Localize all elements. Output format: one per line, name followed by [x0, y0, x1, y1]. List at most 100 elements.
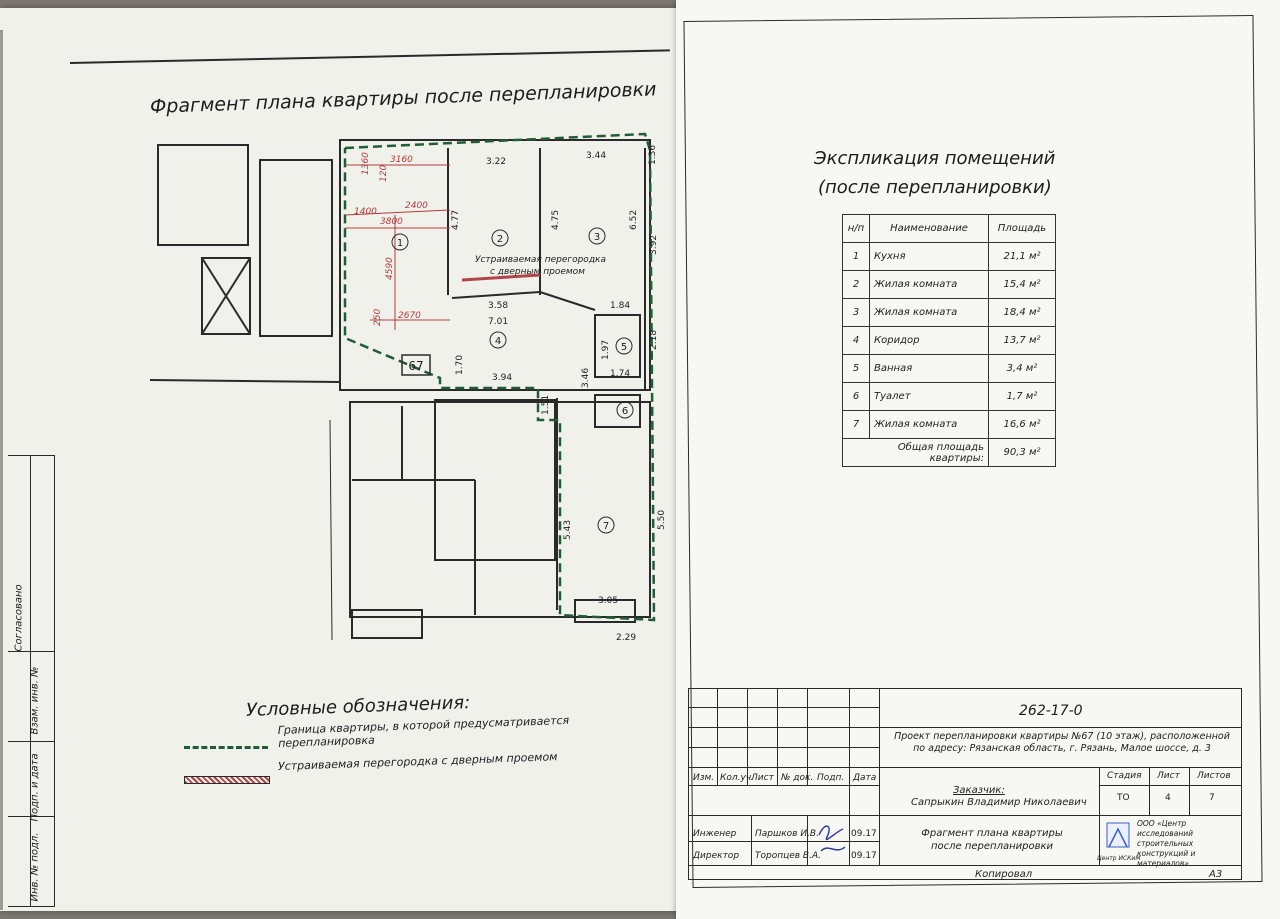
partition-note: с дверным проемом: [490, 267, 585, 277]
dim-text: 3.92: [649, 235, 659, 255]
room-area: 15,4 м²: [988, 270, 1056, 299]
room-name: Коридор: [869, 326, 989, 355]
dim-text: 5.43: [563, 520, 573, 540]
apartment-number: 67: [408, 359, 423, 373]
room-name: Кухня: [869, 242, 989, 271]
title-block: 262-17-0 Проект перепланировки квартиры …: [688, 688, 1242, 880]
room-name: Жилая комната: [869, 270, 989, 299]
room-area: 21,1 м²: [988, 242, 1056, 271]
apartment-number-box: [401, 354, 431, 376]
col-header: Изм.: [693, 773, 715, 783]
elevator-shaft: [201, 257, 251, 335]
row-number: 3: [842, 298, 870, 327]
signature: [818, 825, 846, 852]
partition-corridor: [539, 291, 596, 311]
dim-text: 1.36: [648, 145, 658, 165]
row-number: 6: [842, 382, 870, 411]
room5-bath: [594, 314, 641, 378]
org-logo-icon: [1106, 822, 1130, 848]
header-cell: Площадь: [988, 214, 1056, 243]
room-number: 3: [594, 232, 600, 243]
dim-text: 4590: [385, 257, 395, 280]
break-line: [329, 419, 333, 641]
dim-text: 3.58: [488, 301, 508, 311]
explication-subtitle: (после перепланировки): [818, 177, 1052, 198]
room-area: 3,4 м²: [988, 354, 1056, 383]
room-name: Жилая комната: [869, 298, 989, 327]
room-area: 16,6 м²: [988, 410, 1056, 439]
org-logo-text: Центр ИСКиМ: [1097, 855, 1141, 862]
dim-text: 3.46: [581, 368, 591, 388]
sheet-title: Фрагмент плана квартиры после перепланир…: [921, 828, 1063, 852]
customer-label: Заказчик:: [953, 785, 1005, 796]
room-name: Туалет: [869, 382, 989, 411]
apartment-outer-wall: [339, 139, 651, 391]
dim-text: 1.84: [610, 301, 630, 311]
dim-text: 4.75: [551, 210, 561, 230]
legend-partition-symbol: [184, 776, 270, 784]
side-stamp-label: Подп. и дата: [29, 753, 41, 822]
header-cell: Наименование: [869, 214, 989, 243]
room-marker: [616, 401, 634, 419]
dim-text: 1.74: [610, 369, 630, 379]
stage-value: ТО: [1117, 793, 1130, 803]
room-area: 13,7 м²: [988, 326, 1056, 355]
org-name: ООО «Центр исследований строительных кон…: [1137, 819, 1196, 868]
side-stamp-label: Согласовано: [13, 584, 25, 652]
dim-text: 3.22: [486, 157, 506, 167]
col-header: Кол.уч.: [720, 773, 755, 783]
person-role: Инженер: [693, 829, 737, 839]
stage-value: 7: [1209, 793, 1215, 803]
stage-header: Листов: [1197, 771, 1231, 781]
sheet-edge-line: [0, 30, 3, 910]
room-number: 6: [622, 406, 628, 417]
dim-text: 7.01: [488, 317, 508, 327]
room-marker: [489, 331, 507, 349]
lower-block-wall: [349, 401, 651, 618]
room-marker: [597, 516, 615, 534]
partition-note: Устраиваемая перегородка: [475, 255, 606, 265]
room-marker: [491, 229, 509, 247]
apartment-boundary: [343, 132, 656, 622]
total-value: 90,3 м²: [988, 438, 1056, 467]
new-partition: [461, 273, 541, 282]
dim-text: 4.77: [451, 210, 461, 230]
dim-text: 1400: [354, 207, 377, 217]
side-stamp-label: Инв. № подл.: [29, 832, 41, 902]
header-cell: н/п: [842, 214, 870, 243]
col-header: Дата: [853, 773, 877, 783]
dim-text: 2.29: [616, 633, 636, 643]
total-label: Общая площадь квартиры:: [842, 438, 989, 467]
row-number: 4: [842, 326, 870, 355]
row-number: 7: [842, 410, 870, 439]
partition-corridor: [451, 291, 541, 299]
col-header: Лист: [751, 773, 774, 783]
room-number: 2: [497, 234, 503, 245]
dim-text: 3800: [380, 217, 403, 227]
elevator-cross: [201, 257, 251, 335]
stage-value: 4: [1165, 793, 1171, 803]
project-description: Проект перепланировки квартиры №67 (10 э…: [894, 731, 1230, 754]
legend-boundary-symbol: [184, 746, 268, 749]
explication-title: Экспликация помещений: [814, 148, 1056, 169]
stage-header: Стадия: [1107, 771, 1142, 781]
dim-text: 3.44: [586, 151, 606, 161]
room-number: 1: [397, 238, 403, 249]
dim-text: 3.94: [492, 373, 512, 383]
dim-text: 120: [379, 165, 389, 182]
dim-text: 1.51: [541, 395, 551, 415]
person-name: Торопцев В.А.: [755, 851, 821, 861]
room-area: 18,4 м²: [988, 298, 1056, 327]
room-number: 7: [603, 521, 609, 532]
room-number: 5: [621, 342, 627, 353]
dim-text: 6.52: [629, 210, 639, 230]
dim-text: 1.97: [601, 340, 611, 360]
row-number: 1: [842, 242, 870, 271]
dimension-line: [344, 209, 451, 216]
